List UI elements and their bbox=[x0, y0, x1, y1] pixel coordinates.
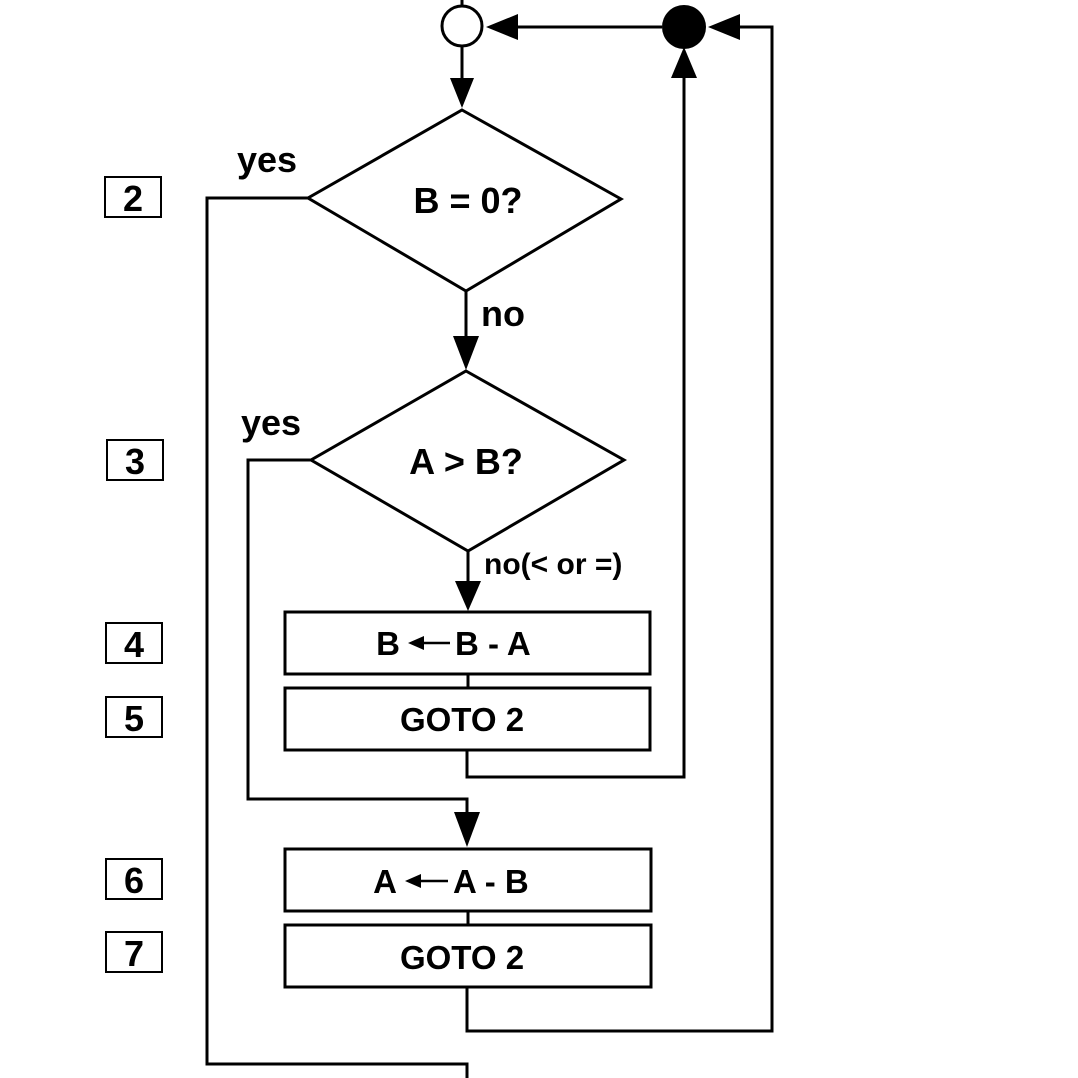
goto-box-after-b bbox=[283, 686, 652, 752]
step-number-6: 6 bbox=[124, 860, 144, 901]
junction-dot bbox=[662, 5, 706, 49]
process-b-minus-a-expression: B - A bbox=[455, 625, 531, 662]
decision-2-no-label: no(< or =) bbox=[484, 548, 622, 581]
decision-1-text: B = 0? bbox=[413, 180, 522, 221]
goto-text-after-b: GOTO 2 bbox=[400, 701, 524, 738]
step-number-box-3 bbox=[106, 439, 164, 481]
arrow-loop-up bbox=[671, 47, 697, 78]
process-b-minus-a-target: B bbox=[376, 625, 400, 662]
decision-1-yes-label: yes bbox=[237, 139, 297, 180]
decision-2-diamond bbox=[307, 369, 628, 553]
step-number-5: 5 bbox=[124, 698, 144, 739]
connector-decision-2-yes bbox=[246, 458, 469, 815]
process-a-minus-b-expression: A - B bbox=[453, 863, 529, 900]
goto-text-after-a: GOTO 2 bbox=[400, 939, 524, 976]
step-number-2: 2 bbox=[123, 178, 143, 219]
arrow-to-start-circle bbox=[486, 14, 518, 40]
arrow-to-decision-2 bbox=[453, 336, 479, 370]
step-number-box-6 bbox=[105, 858, 163, 900]
connector-decision-1-yes bbox=[205, 196, 469, 1078]
step-number-4: 4 bbox=[124, 624, 144, 665]
process-b-minus-a-box bbox=[283, 610, 652, 676]
arrow-to-decision-1 bbox=[450, 78, 474, 108]
assignment-arrow-icon bbox=[405, 874, 421, 888]
step-number-box-5 bbox=[105, 696, 163, 738]
step-number-3: 3 bbox=[125, 441, 145, 482]
decision-1-diamond bbox=[305, 108, 625, 293]
step-number-7: 7 bbox=[124, 933, 144, 974]
arrow-to-process-b bbox=[455, 581, 481, 611]
step-number-box-7 bbox=[105, 931, 163, 973]
step-number-box-4 bbox=[105, 622, 163, 664]
step-number-box-2 bbox=[104, 176, 162, 218]
decision-2-text: A > B? bbox=[409, 441, 523, 482]
assignment-arrow-icon bbox=[408, 636, 424, 650]
process-a-minus-b-box bbox=[283, 847, 653, 913]
decision-1-no-label: no bbox=[481, 293, 525, 334]
arrow-to-junction bbox=[708, 14, 740, 40]
process-a-minus-b-target: A bbox=[373, 863, 397, 900]
loop-line-goto-a bbox=[465, 25, 774, 1033]
decision-2-yes-label: yes bbox=[241, 402, 301, 443]
loop-line-goto-b bbox=[465, 78, 686, 779]
goto-box-after-a bbox=[283, 923, 653, 989]
start-connector-circle bbox=[440, 4, 484, 48]
arrow-to-process-a bbox=[454, 812, 480, 847]
